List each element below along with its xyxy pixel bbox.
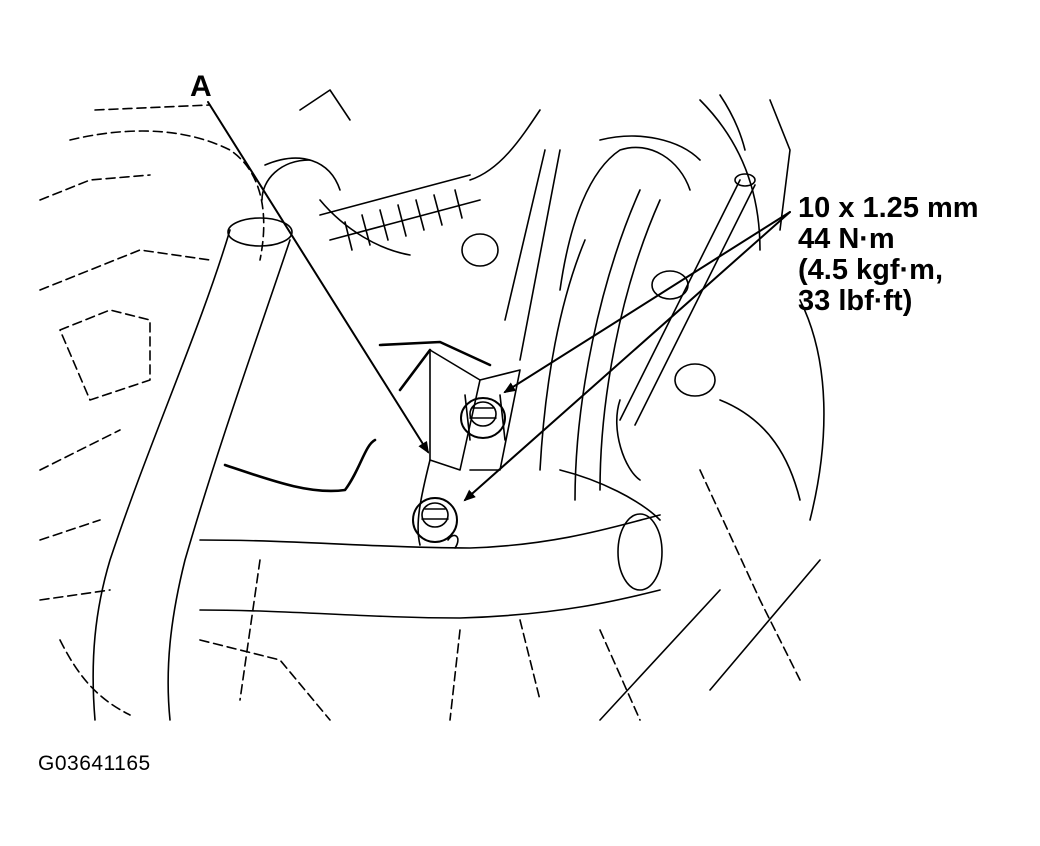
lower-bolt: [412, 497, 459, 549]
callout-letter-a: A: [190, 70, 212, 103]
leader-line-a: [207, 101, 430, 454]
lower-hose: [199, 469, 663, 619]
spec-line-bolt-size: 10 x 1.25 mm: [798, 192, 979, 224]
leader-lines: [207, 101, 791, 502]
right-components: [616, 94, 825, 521]
steering-boot: [319, 174, 481, 251]
pulley-belt: [504, 135, 701, 501]
bracket-a: [223, 340, 492, 493]
bracket-body: [417, 349, 521, 546]
leader-line-upper-bolt: [503, 211, 791, 394]
lower-frame: [39, 469, 801, 721]
engine-block-left: [39, 104, 265, 541]
figure-id: G03641165: [38, 752, 151, 775]
upper-bolt: [460, 394, 506, 441]
spec-line-torque-kgfm: (4.5 kgf·m,: [798, 254, 944, 286]
leader-line-lower-bolt: [463, 211, 791, 502]
spec-line-torque-nm: 44 N·m: [798, 223, 895, 255]
torque-spec: 10 x 1.25 mm 44 N·m (4.5 kgf·m, 33 lbf·f…: [798, 193, 979, 317]
spec-line-torque-lbfft: 33 lbf·ft): [798, 285, 913, 317]
left-hose: [92, 157, 411, 721]
right-frame: [299, 89, 821, 721]
